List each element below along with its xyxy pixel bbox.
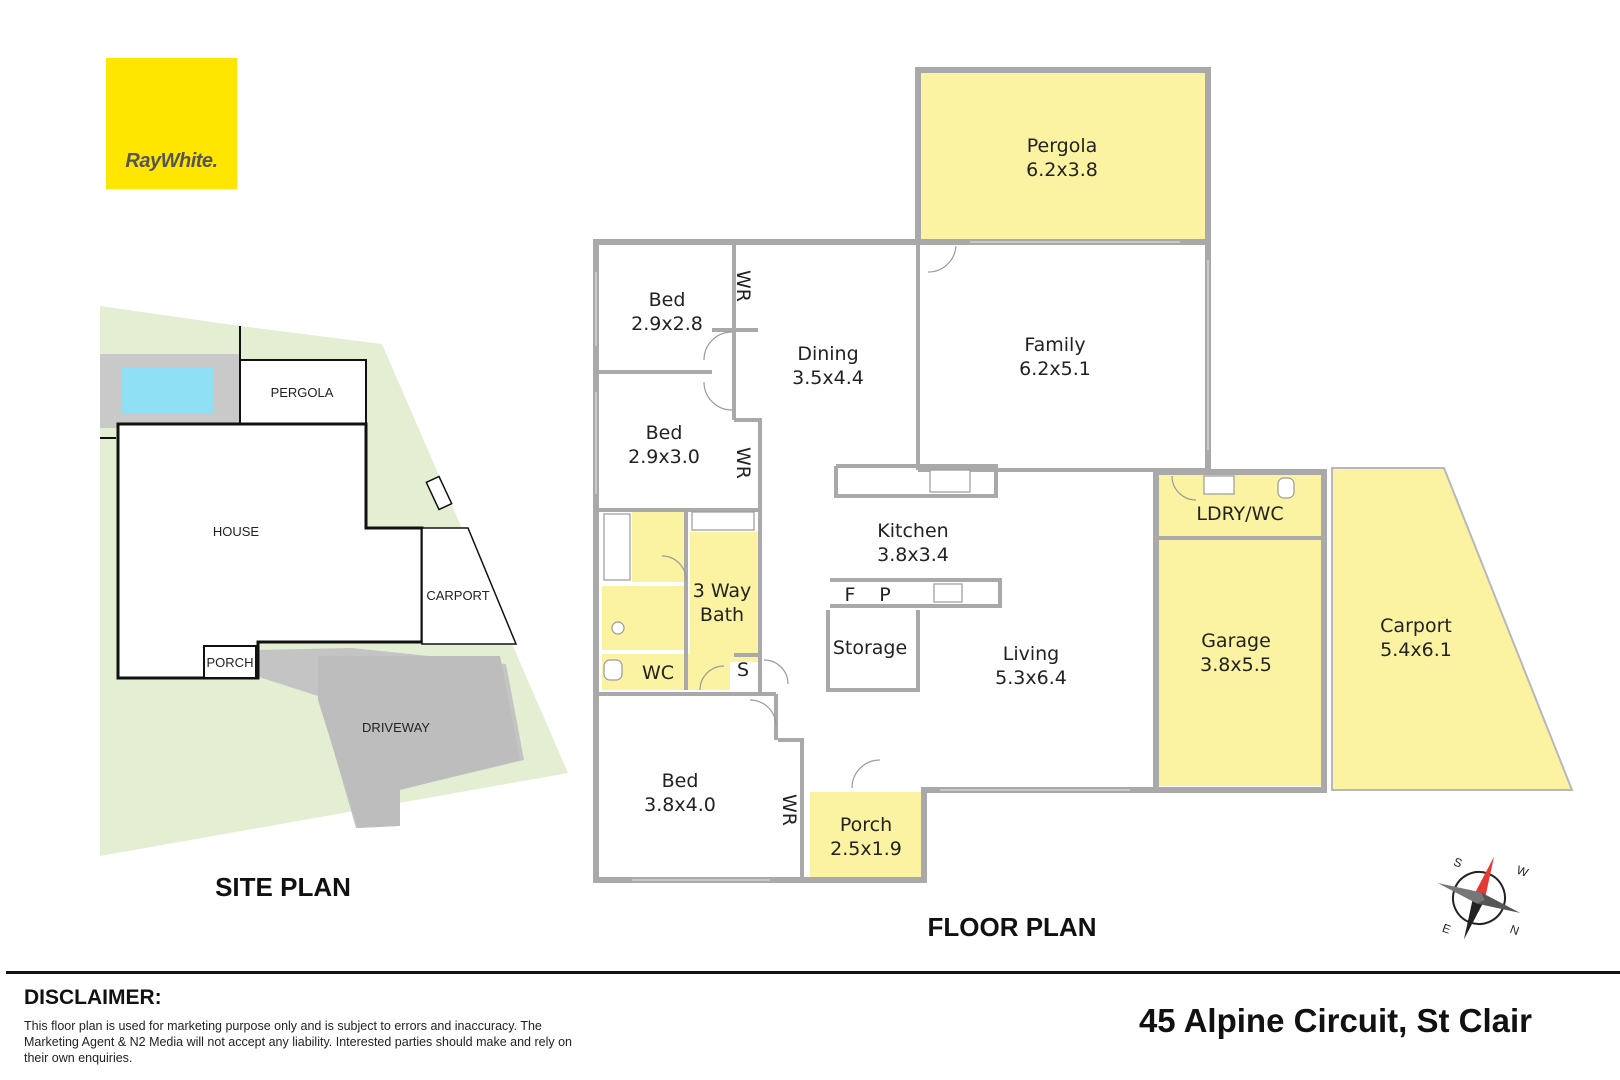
room-size-bed1: 2.9x2.8 <box>631 313 703 335</box>
site-label-house: HOUSE <box>213 524 260 539</box>
storage-wall <box>826 610 920 692</box>
carport-area <box>1332 468 1572 790</box>
door-bed3 <box>749 699 777 727</box>
label-wr-1: WR <box>732 270 754 302</box>
room-name-bed2: Bed <box>646 422 683 444</box>
site-label-porch: PORCH <box>207 655 254 670</box>
room-size-kitchen: 3.8x3.4 <box>877 544 949 566</box>
pool <box>122 368 214 413</box>
room-size-bed2: 2.9x3.0 <box>628 446 700 468</box>
carport-outline <box>1331 467 1574 791</box>
s-box <box>734 653 762 694</box>
room-name-carport: Carport <box>1380 615 1452 637</box>
room-name-living: Living <box>1003 643 1060 665</box>
door-wc <box>699 665 725 691</box>
site-carport <box>421 527 518 645</box>
compass-n: N <box>1508 922 1521 938</box>
room-name-storage: Storage <box>833 637 907 659</box>
room-size-garage: 3.8x5.5 <box>1200 654 1272 676</box>
toilet-laundry <box>1277 477 1295 499</box>
porch-wall <box>805 787 927 883</box>
site-driveway-main <box>318 656 520 828</box>
room-size-living: 5.3x6.4 <box>995 667 1067 689</box>
compass-needle-west <box>1437 882 1485 904</box>
vanity-bath <box>691 511 755 531</box>
site-plan: PERGOLA HOUSE PORCH CARPORT DRIVEWAY SIT… <box>100 306 568 902</box>
wr2-box <box>734 418 762 510</box>
laundry-area <box>1156 474 1324 538</box>
garage-area <box>1156 540 1324 786</box>
compass: S W N E <box>1437 855 1531 940</box>
room-size-pergola: 6.2x3.8 <box>1026 159 1098 181</box>
kitchen-bench <box>830 578 1002 608</box>
kitchen-sink <box>929 469 971 493</box>
compass-w: W <box>1515 863 1531 880</box>
pergola-wall <box>915 67 1211 245</box>
label-s: S <box>737 659 749 681</box>
outer-wall-bottom <box>921 469 1159 793</box>
floor-plan: Pergola 6.2x3.8 Bed 2.9x2.8 Bed 2.9x3.0 … <box>593 67 1574 942</box>
porch-area <box>810 792 924 878</box>
pergola-area <box>918 70 1208 240</box>
toilet-wc <box>603 659 623 681</box>
outer-wall-laundry-top <box>1153 469 1327 793</box>
room-name-kitchen: Kitchen <box>877 520 948 542</box>
bath-area <box>690 532 758 662</box>
door-front <box>851 759 881 789</box>
footer-divider <box>6 971 1620 974</box>
label-wr-2: WR <box>732 447 754 479</box>
room-name-wc: WC <box>642 662 674 684</box>
room-name-laundry: LDRY/WC <box>1196 503 1283 525</box>
room-size-bed3: 3.8x4.0 <box>644 794 716 816</box>
room-size-bath: Bath <box>700 604 744 626</box>
kitchen-island <box>834 464 998 498</box>
site-plan-title: SITE PLAN <box>215 872 351 902</box>
site-label-carport: CARPORT <box>426 588 489 603</box>
ensuite-area <box>602 586 686 650</box>
disclaimer-text: This floor plan is used for marketing pu… <box>24 1019 572 1065</box>
cooktop <box>933 583 963 603</box>
property-address: 45 Alpine Circuit, St Clair <box>1138 1002 1532 1039</box>
logo-text: RayWhite. <box>125 150 218 172</box>
compass-e: E <box>1440 921 1452 937</box>
sink-laundry <box>1203 475 1235 495</box>
site-tank <box>425 475 453 511</box>
room-name-garage: Garage <box>1201 630 1271 652</box>
door-bed2 <box>703 381 733 411</box>
room-name-bed1: Bed <box>649 289 686 311</box>
room-name-dining: Dining <box>797 343 858 365</box>
room-size-family: 6.2x5.1 <box>1019 358 1091 380</box>
door-bed1 <box>703 331 733 361</box>
label-wr-3: WR <box>778 794 800 826</box>
room-size-porch: 2.5x1.9 <box>830 838 902 860</box>
door-bath <box>661 555 687 581</box>
basin-ensuite <box>611 621 625 635</box>
floor-plan-title: FLOOR PLAN <box>928 912 1097 942</box>
ensuite-area-2 <box>632 512 686 582</box>
site-label-driveway: DRIVEWAY <box>362 720 430 735</box>
door-s <box>763 659 789 685</box>
compass-s: S <box>1452 855 1464 871</box>
room-name-porch: Porch <box>840 814 892 836</box>
door-family <box>927 245 957 273</box>
site-porch <box>203 645 257 679</box>
room-name-bed3: Bed <box>662 770 699 792</box>
label-f: F <box>845 584 856 606</box>
raywhite-logo: RayWhite. <box>106 58 237 189</box>
site-label-pergola: PERGOLA <box>271 385 334 400</box>
disclaimer-title: DISCLAIMER: <box>24 986 162 1009</box>
compass-needle-east <box>1473 892 1521 914</box>
room-name-family: Family <box>1024 334 1085 356</box>
room-size-dining: 3.5x4.4 <box>792 367 864 389</box>
room-name-pergola: Pergola <box>1027 135 1098 157</box>
door-laundry <box>1171 475 1197 501</box>
shower <box>603 513 631 581</box>
room-size-carport: 5.4x6.1 <box>1380 639 1452 661</box>
wr3-box <box>778 738 804 880</box>
label-p: P <box>879 584 890 606</box>
room-name-bath: 3 Way <box>693 580 752 602</box>
